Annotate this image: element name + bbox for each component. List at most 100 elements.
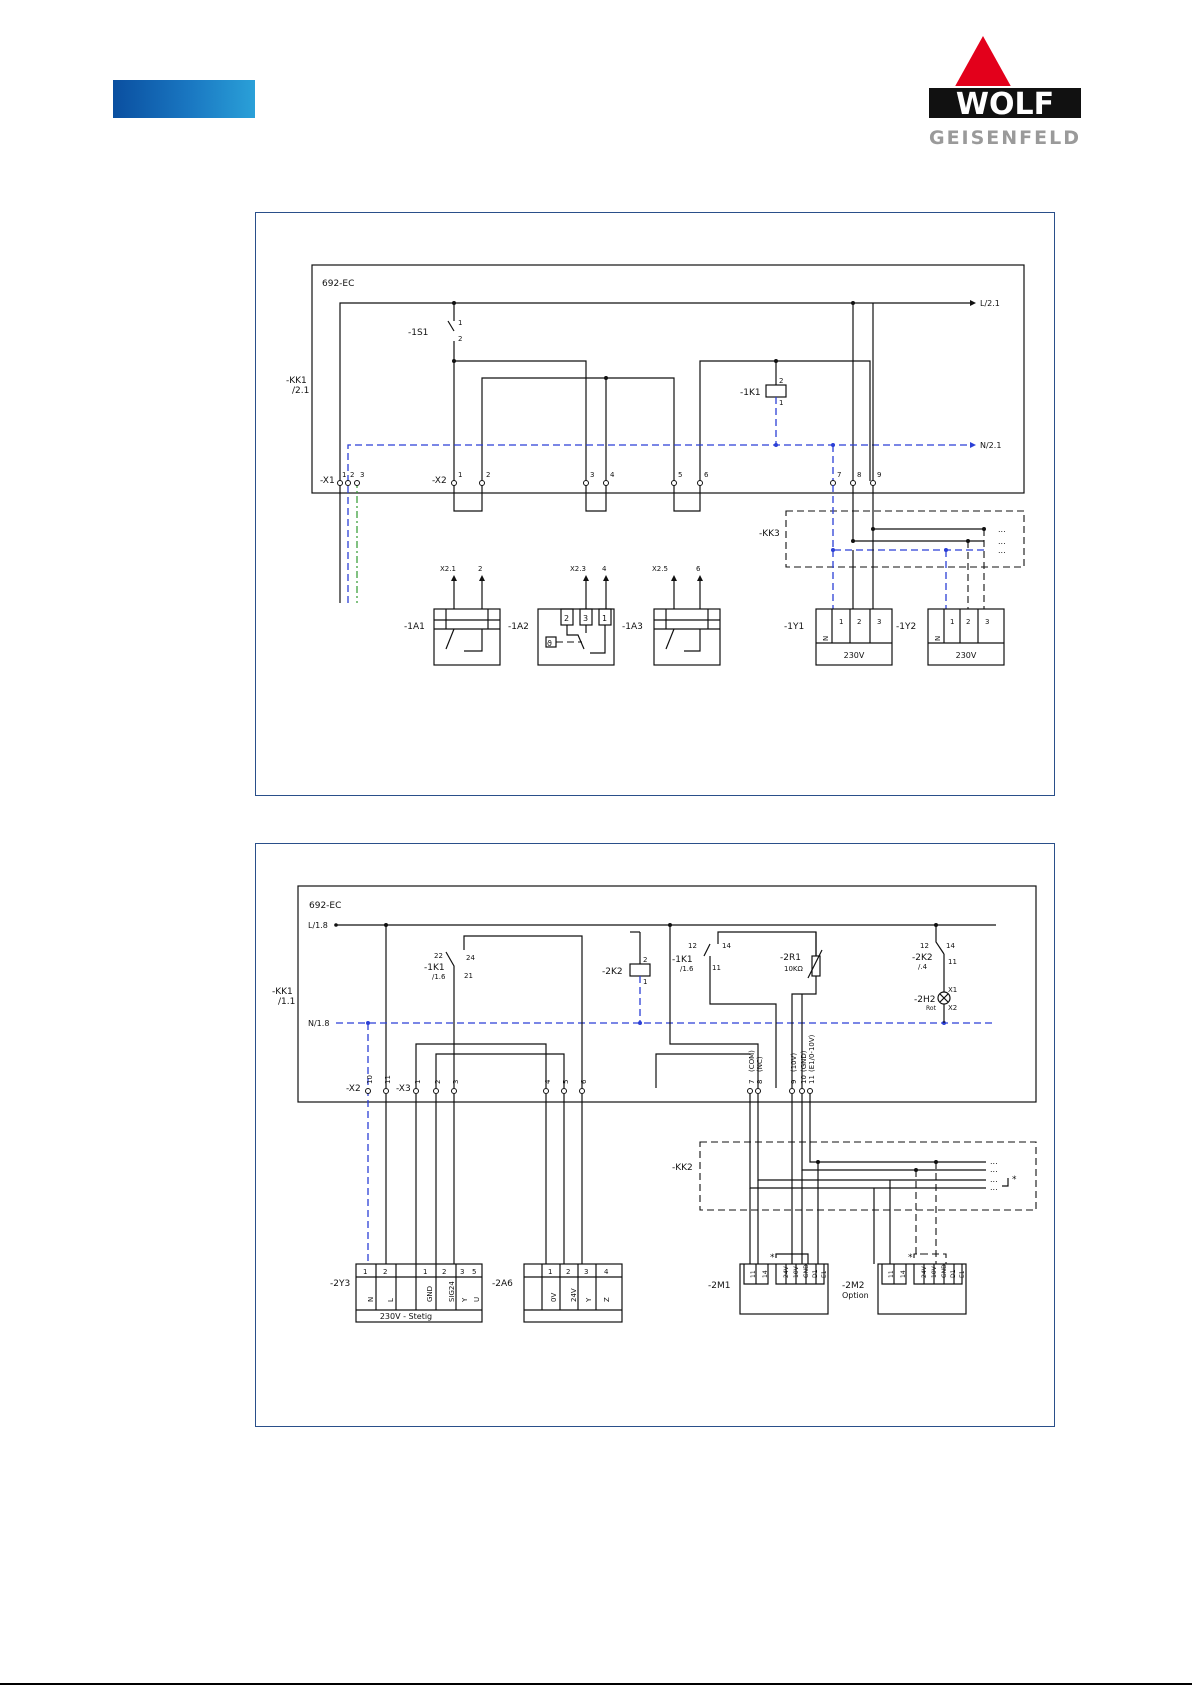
a2-wire-label-1: X2.3 (570, 565, 586, 573)
kk1-label-2: -KK1 (272, 987, 293, 997)
m1-fan (739, 1263, 829, 1315)
y2-volt: 230V (956, 651, 977, 660)
h2-x2: X2 (948, 1004, 957, 1012)
m2-d1: D1 (950, 1269, 957, 1278)
x1-t3: 3 (360, 471, 364, 479)
y3-t2: 2 (383, 1268, 387, 1276)
r1-value: 10KΩ (784, 965, 803, 973)
y1-actuator (815, 608, 893, 666)
m2-gnd: GND (941, 1264, 948, 1278)
k1-pin2: 2 (779, 377, 783, 385)
y2-actuator (927, 608, 1005, 666)
controller-box-1 (311, 264, 1025, 494)
a6-t1: 1 (548, 1268, 552, 1276)
r1-label: -2R1 (780, 953, 801, 963)
diagram2-canvas: 692-EC -KK1 /1.1 L/1.8 N/1.8 22 24 21 -1… (272, 885, 1037, 1323)
k2-p1: 1 (643, 978, 647, 986)
y2-t2: 2 (966, 618, 970, 626)
y1-t1: 1 (839, 618, 843, 626)
x1-t2: 2 (350, 471, 354, 479)
y3-b3: GND (426, 1286, 434, 1302)
x3-t4: 4 (544, 1079, 552, 1084)
a6-b4: Z (603, 1297, 611, 1302)
m1-24v: 24V (783, 1265, 790, 1278)
s1-label: -1S1 (408, 328, 428, 338)
h2-x1: X1 (948, 986, 957, 994)
a6-label: -2A6 (492, 1279, 513, 1289)
x3-t8: 8 (756, 1080, 764, 1084)
controller-label-2: 692-EC (309, 901, 341, 911)
k2b-label: -2K2 (912, 953, 933, 963)
lbl-10v: (10V) (790, 1053, 798, 1072)
x1-t1: 1 (342, 471, 346, 479)
m1-11: 11 (750, 1270, 757, 1278)
m1-e1: E1 (821, 1270, 828, 1278)
a6-device (523, 1263, 623, 1323)
controller-box-2 (297, 885, 1037, 1103)
k1b-11: 11 (712, 964, 721, 972)
x2-t7: 7 (837, 471, 841, 479)
logo-subtitle: GEISENFELD (929, 127, 1081, 149)
a2-t2: 2 (564, 614, 569, 623)
x2-t11: 11 (384, 1075, 392, 1084)
s1-pin1: 1 (458, 319, 462, 327)
a2-theta: ϑ (547, 639, 552, 648)
kk2-label: -KK2 (672, 1163, 693, 1173)
y3-t4: 2 (442, 1268, 446, 1276)
m1-10v: 10V (793, 1265, 800, 1278)
y1-n: N (822, 636, 830, 641)
y3-b1: N (367, 1297, 375, 1302)
x3-t10: 10 (800, 1075, 808, 1084)
kk2-box (699, 1141, 1037, 1211)
kk3-label: -KK3 (759, 529, 780, 539)
m2-11: 11 (888, 1270, 895, 1278)
x2-t5: 5 (678, 471, 682, 479)
x2-label-2: -X2 (346, 1084, 361, 1094)
y1-t3: 3 (877, 618, 881, 626)
x2-t4: 4 (610, 471, 615, 479)
k1a-label: -1K1 (424, 963, 445, 973)
y3-b2: L (387, 1298, 395, 1302)
a2-t3: 3 (583, 614, 588, 623)
y1-volt: 230V (844, 651, 865, 660)
a1-wire-label-2: 2 (478, 565, 482, 573)
k2-p2: 2 (643, 956, 647, 964)
y2-t3: 3 (985, 618, 989, 626)
x2-label-1: -X2 (432, 476, 447, 486)
footer-rule (0, 1683, 1192, 1685)
a6-t4: 4 (604, 1268, 609, 1276)
n-ref-2: N/1.8 (308, 1019, 329, 1028)
k1-label-1: -1K1 (740, 388, 761, 398)
kk2-star: * (1012, 1175, 1017, 1185)
a6-b3: Y (585, 1297, 593, 1303)
x3-t6: 6 (580, 1079, 588, 1084)
y3-label: -2Y3 (330, 1279, 350, 1289)
logo-word: WOLF (956, 87, 1054, 122)
m2-label: -2M2 (842, 1281, 864, 1291)
a6-b2: 24V (570, 1288, 578, 1302)
k1b-12: 12 (688, 942, 697, 950)
a6-t3: 3 (584, 1268, 588, 1276)
x3-t3: 3 (452, 1080, 460, 1084)
y3-actuator (355, 1263, 483, 1323)
m1-gnd: GND (803, 1264, 810, 1278)
a1-device (433, 608, 501, 666)
m2-star: * (908, 1253, 913, 1263)
y2-label: -1Y2 (896, 622, 916, 632)
k1a-22: 22 (434, 952, 443, 960)
y3-b5: Y (461, 1297, 469, 1303)
a1-wire-label-1: X2.1 (440, 565, 456, 573)
k1a-24: 24 (466, 954, 475, 962)
wolf-logo: WOLF GEISENFELD (929, 36, 1081, 149)
k1b-label: -1K1 (672, 955, 693, 965)
lbl-e1: (E1/0-10V) (808, 1034, 816, 1072)
n-ref-1: N/2.1 (980, 441, 1001, 450)
a3-wire-label-2: 6 (696, 565, 701, 573)
m2-10v: 10V (931, 1265, 938, 1278)
m2-24v: 24V (921, 1265, 928, 1278)
kk1-ref-2: /1.1 (278, 997, 295, 1007)
y2-n: N (934, 636, 942, 641)
x3-t9: 9 (790, 1080, 798, 1084)
x1-label: -X1 (320, 476, 335, 486)
x2-t6: 6 (704, 471, 709, 479)
